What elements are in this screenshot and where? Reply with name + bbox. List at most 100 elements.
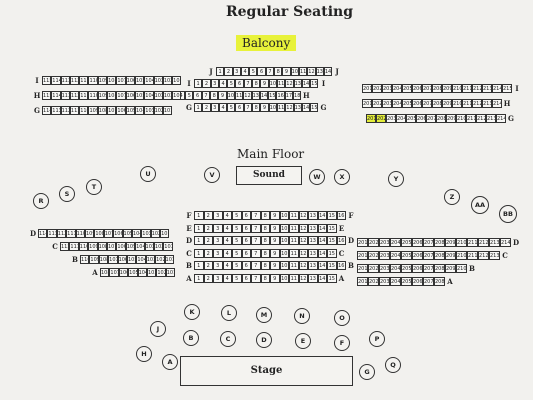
- seat[interactable]: 8: [260, 261, 270, 270]
- seat[interactable]: 106: [125, 91, 135, 100]
- seat[interactable]: 14: [301, 103, 311, 112]
- seat[interactable]: 107: [106, 242, 117, 251]
- seat[interactable]: 3: [213, 223, 223, 233]
- seat[interactable]: 17: [284, 91, 294, 100]
- table-m[interactable]: M: [256, 307, 272, 323]
- seat[interactable]: 9: [270, 236, 280, 245]
- seat[interactable]: 101: [163, 242, 173, 251]
- seat[interactable]: 206: [412, 264, 423, 273]
- seat[interactable]: 105: [126, 255, 137, 264]
- seat[interactable]: 104: [144, 76, 154, 85]
- seat[interactable]: 1: [194, 211, 204, 220]
- seat[interactable]: 204: [396, 114, 406, 123]
- seat[interactable]: 10: [226, 91, 235, 100]
- seat[interactable]: 113: [51, 106, 61, 115]
- seat[interactable]: 205: [401, 264, 412, 273]
- seat[interactable]: 4: [222, 236, 232, 245]
- seat[interactable]: 104: [134, 106, 145, 115]
- seat[interactable]: 8: [260, 273, 270, 283]
- seat[interactable]: 12: [285, 79, 294, 88]
- seat[interactable]: 4: [222, 248, 232, 258]
- seat[interactable]: 108: [97, 242, 107, 251]
- seat[interactable]: 9: [270, 248, 280, 258]
- seat[interactable]: 105: [125, 242, 136, 251]
- seat[interactable]: 9: [270, 223, 280, 233]
- seat[interactable]: 209: [445, 251, 456, 260]
- seat[interactable]: 107: [116, 76, 126, 85]
- seat[interactable]: 4: [222, 261, 232, 270]
- seat[interactable]: 18: [293, 91, 302, 100]
- seat[interactable]: 107: [116, 91, 126, 100]
- seat[interactable]: 8: [260, 236, 270, 245]
- seat[interactable]: 11: [289, 211, 299, 220]
- seat[interactable]: 8: [260, 223, 270, 233]
- seat[interactable]: 16: [336, 211, 346, 220]
- seat[interactable]: 208: [434, 264, 445, 273]
- seat[interactable]: 209: [446, 114, 456, 123]
- seat[interactable]: 102: [162, 76, 173, 85]
- table-j[interactable]: J: [150, 321, 166, 337]
- seat[interactable]: 4: [218, 103, 228, 112]
- seat[interactable]: 8: [274, 67, 283, 76]
- seat[interactable]: 108: [94, 229, 104, 238]
- seat[interactable]: 205: [406, 114, 416, 123]
- seat[interactable]: 14: [317, 273, 327, 283]
- seat[interactable]: 7: [251, 211, 261, 220]
- seat[interactable]: 110: [80, 255, 90, 264]
- seat[interactable]: 6: [235, 103, 244, 112]
- seat[interactable]: 203: [379, 264, 390, 273]
- seat[interactable]: 12: [298, 236, 308, 245]
- seat[interactable]: 110: [75, 229, 85, 238]
- seat[interactable]: 16: [276, 91, 285, 100]
- seat[interactable]: 213: [489, 238, 500, 247]
- seat[interactable]: 14: [323, 67, 333, 76]
- seat[interactable]: 8: [260, 248, 270, 258]
- seat[interactable]: 13: [293, 103, 302, 112]
- seat[interactable]: 16: [336, 261, 346, 270]
- seat[interactable]: 15: [327, 273, 337, 283]
- seat[interactable]: 208: [434, 251, 445, 260]
- seat[interactable]: 207: [423, 238, 434, 247]
- seat[interactable]: 105: [134, 76, 145, 85]
- seat[interactable]: 10: [268, 79, 277, 88]
- seat[interactable]: 211: [467, 238, 478, 247]
- seat[interactable]: 209: [445, 264, 456, 273]
- seat[interactable]: 10: [279, 223, 289, 233]
- seat[interactable]: 2: [202, 79, 211, 88]
- seat[interactable]: 109: [88, 106, 98, 115]
- table-aa[interactable]: AA: [471, 196, 489, 214]
- seat[interactable]: 12: [298, 211, 308, 220]
- seat[interactable]: 105: [128, 268, 138, 277]
- seat[interactable]: 4: [240, 67, 250, 76]
- seat[interactable]: 112: [60, 106, 70, 115]
- seat[interactable]: 202: [368, 264, 379, 273]
- seat[interactable]: 101: [162, 106, 173, 115]
- seat[interactable]: 101: [165, 268, 176, 277]
- seat[interactable]: 210: [456, 251, 467, 260]
- seat[interactable]: 213: [489, 251, 500, 260]
- seat[interactable]: 8: [252, 79, 261, 88]
- seat[interactable]: 103: [144, 242, 154, 251]
- seat[interactable]: 10: [279, 236, 289, 245]
- seat[interactable]: 110: [79, 106, 89, 115]
- table-h[interactable]: H: [136, 346, 152, 362]
- seat[interactable]: 111: [69, 106, 80, 115]
- seat[interactable]: 8: [260, 211, 270, 220]
- seat[interactable]: 106: [125, 76, 135, 85]
- seat[interactable]: 103: [153, 76, 163, 85]
- seat[interactable]: 212: [472, 99, 482, 108]
- seat[interactable]: 115: [42, 76, 52, 85]
- seat[interactable]: 108: [100, 268, 110, 277]
- seat[interactable]: 110: [78, 242, 89, 251]
- seat[interactable]: 214: [496, 114, 506, 123]
- seat[interactable]: 110: [88, 91, 98, 100]
- seat[interactable]: 7: [251, 223, 261, 233]
- seat[interactable]: 5: [232, 223, 242, 233]
- table-t[interactable]: T: [86, 179, 102, 195]
- seat[interactable]: 201: [357, 264, 368, 273]
- seat[interactable]: 4: [218, 79, 228, 88]
- seat[interactable]: 201: [362, 99, 372, 108]
- seat[interactable]: 114: [51, 91, 61, 100]
- seat[interactable]: 105: [122, 229, 132, 238]
- seat[interactable]: 109: [89, 255, 99, 264]
